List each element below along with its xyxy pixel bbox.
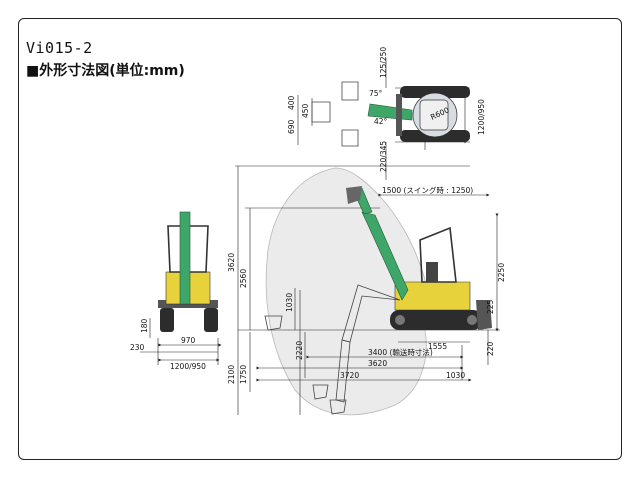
dim-1030-height: 1030 <box>285 293 294 312</box>
dim-top-1200-950: 1200/950 <box>477 99 486 135</box>
dim-2250: 2250 <box>497 263 506 282</box>
dim-1030-width: 1030 <box>446 371 465 380</box>
bucket-outline-left <box>264 315 283 331</box>
dim-1555: 1555 <box>428 342 447 351</box>
top-bucket-lower <box>341 129 359 147</box>
boom-raised <box>361 211 409 301</box>
dim-450: 450 <box>301 103 310 118</box>
arm-lowered-outline <box>335 339 351 403</box>
front-track-right <box>204 308 218 332</box>
top-blade <box>396 94 402 136</box>
top-bucket-mid <box>311 101 331 123</box>
dim-400: 400 <box>287 95 296 110</box>
side-view-excavator <box>264 186 492 415</box>
dim-970: 970 <box>181 336 196 345</box>
dozer-blade <box>476 300 492 330</box>
side-track <box>390 310 482 330</box>
model-name: Vi015-2 <box>26 39 93 57</box>
dim-2560: 2560 <box>239 269 248 288</box>
dim-42-deg: 42° <box>374 117 388 126</box>
dim-125-250: 125/250 <box>379 47 388 78</box>
dim-180: 180 <box>140 318 149 333</box>
canopy <box>419 226 457 283</box>
dim-225: 225 <box>486 299 495 314</box>
dim-front-1200-950: 1200/950 <box>170 362 206 371</box>
dim-220-345: 220/345 <box>379 141 388 172</box>
front-canopy <box>167 225 209 273</box>
bucket-outline-bottom <box>312 384 329 400</box>
bucket-lowered-outline <box>329 399 347 415</box>
dim-2220: 2220 <box>295 341 304 360</box>
dim-1500-swing: 1500 (スイング時 : 1250) <box>382 185 473 195</box>
dim-3620-height: 3620 <box>227 253 236 272</box>
top-view-excavator <box>297 58 470 180</box>
dim-2100: 2100 <box>227 365 236 384</box>
dim-1750: 1750 <box>239 365 248 384</box>
dim-690: 690 <box>287 119 296 134</box>
bucket-raised <box>346 186 362 204</box>
top-track-upper <box>400 86 470 98</box>
page-frame <box>18 18 622 460</box>
dim-3400-transport: 3400 (輸送時寸法) <box>368 347 433 357</box>
working-range-envelope <box>265 167 431 416</box>
dim-3720: 3720 <box>340 371 359 380</box>
side-view-dimension-lines <box>235 165 500 415</box>
front-boom <box>179 211 191 305</box>
top-bucket-upper <box>341 81 359 101</box>
top-cab <box>419 99 449 131</box>
dim-3620-width: 3620 <box>368 359 387 368</box>
front-view-excavator <box>140 211 222 365</box>
dim-220: 220 <box>486 341 495 356</box>
drawing-subtitle: ■外形寸法図(単位:mm) <box>26 63 185 79</box>
dim-75-deg: 75° <box>369 89 383 98</box>
dim-230: 230 <box>130 343 145 352</box>
front-track-left <box>160 308 174 332</box>
